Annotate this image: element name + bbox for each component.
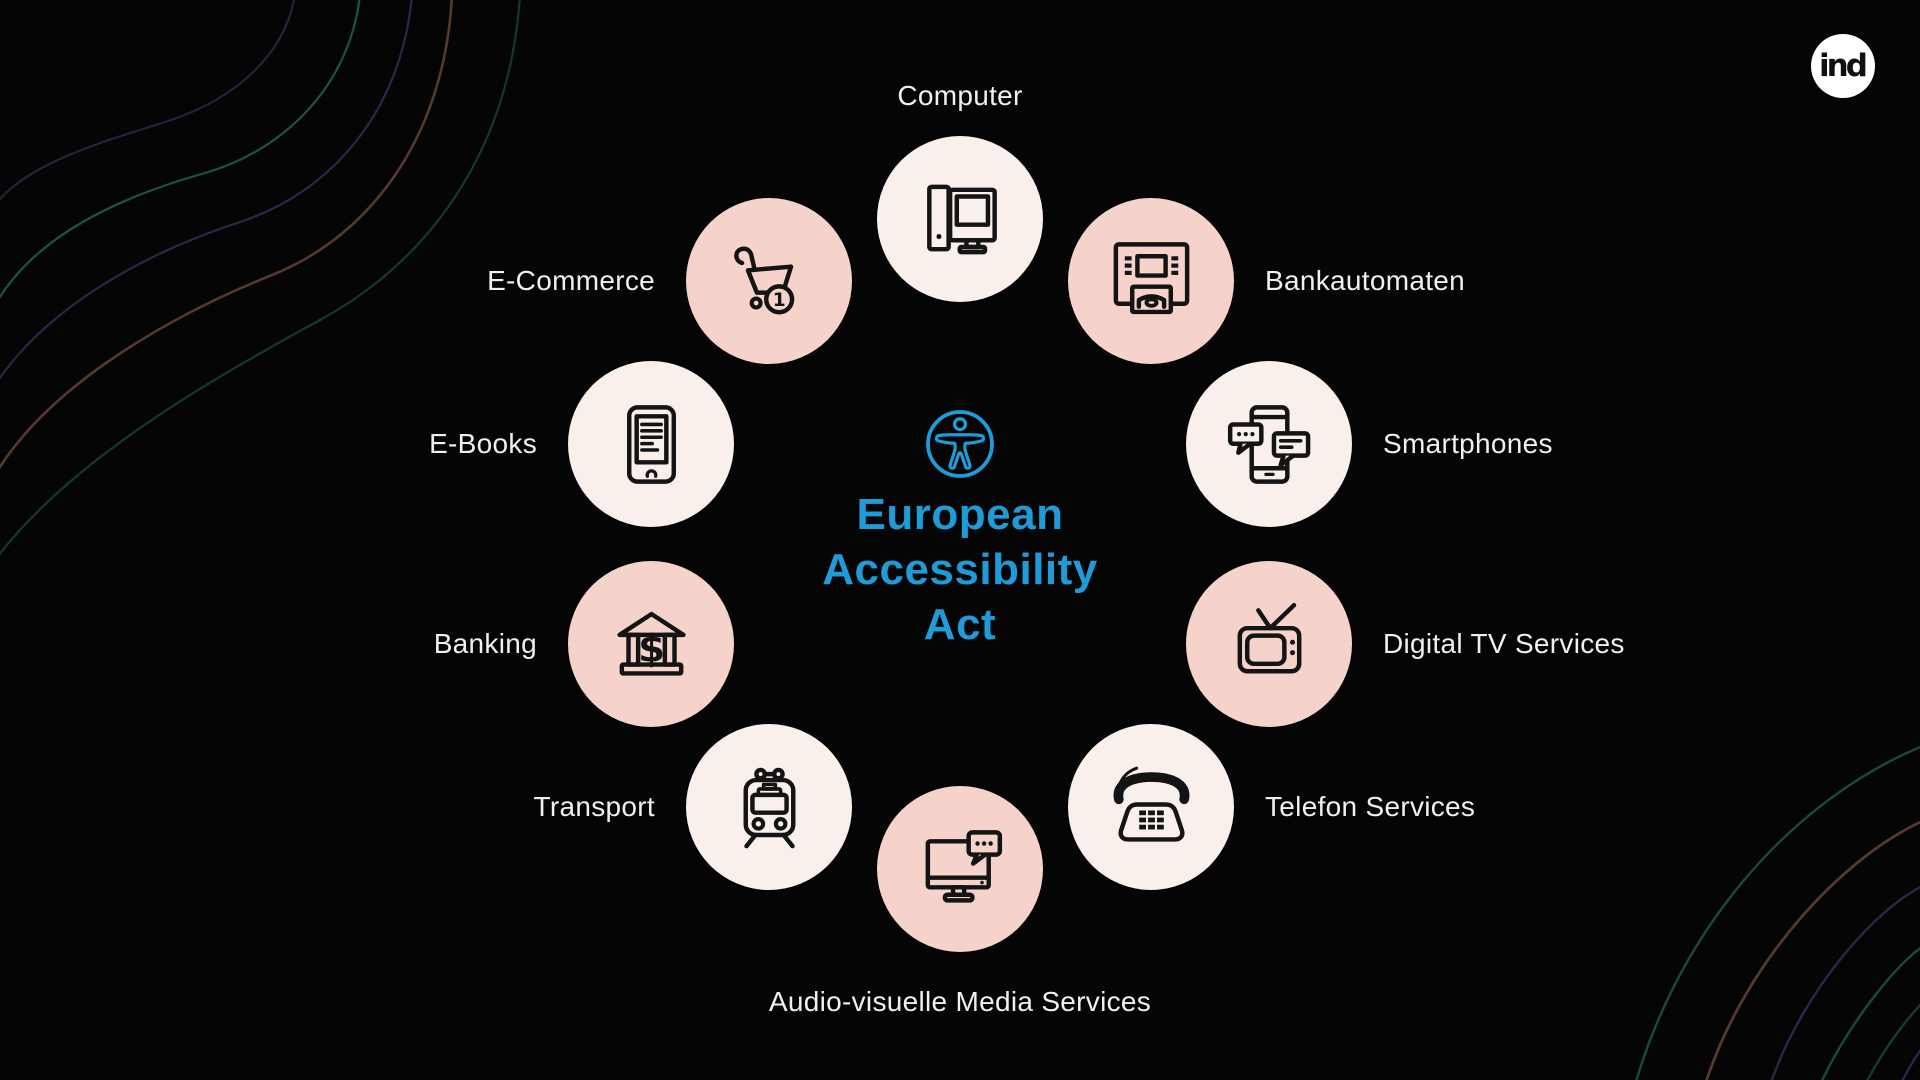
item-label-telefon: Telefon Services xyxy=(1265,791,1476,822)
bank-dollar-glyph: $ xyxy=(638,626,665,671)
item-circle-smartphones xyxy=(1186,361,1352,527)
item-label-transport: Transport xyxy=(533,791,655,822)
item-label-av-media: Audio-visuelle Media Services xyxy=(768,986,1152,1017)
shopping-cart-icon: 1 xyxy=(733,246,794,314)
item-circle-digital-tv xyxy=(1186,561,1352,727)
title-line-1: European xyxy=(856,490,1064,539)
e-reader-icon xyxy=(626,404,676,484)
item-circle-ebooks xyxy=(568,361,734,527)
item-label-smartphones: Smartphones xyxy=(1383,428,1553,459)
title-line-2: Accessibility xyxy=(822,545,1098,594)
computer-icon xyxy=(926,184,997,254)
accessibility-icon xyxy=(926,410,994,478)
item-label-bankautomaten: Bankautomaten xyxy=(1265,265,1466,296)
item-circle-av-media xyxy=(877,786,1043,952)
bank-icon: $ xyxy=(616,611,686,676)
item-label-ebooks: E-Books xyxy=(429,428,537,459)
item-circle-transport xyxy=(686,724,852,890)
item-label-banking: Banking xyxy=(433,628,537,659)
slide-title: European Accessibility Act xyxy=(660,487,1260,652)
item-circle-banking: $ xyxy=(568,561,734,727)
television-icon xyxy=(1237,602,1301,673)
smartphone-chat-icon xyxy=(1227,404,1310,484)
atm-icon xyxy=(1113,241,1189,314)
item-circle-computer xyxy=(877,136,1043,302)
item-circle-ecommerce: 1 xyxy=(686,198,852,364)
brand-logo-text: ind xyxy=(1819,48,1868,84)
item-circle-telefon xyxy=(1068,724,1234,890)
train-icon xyxy=(743,767,795,848)
item-circle-bankautomaten xyxy=(1068,198,1234,364)
item-label-digital-tv: Digital TV Services xyxy=(1383,628,1625,659)
brand-logo: ind xyxy=(1811,34,1875,98)
cart-badge-glyph: 1 xyxy=(772,289,785,310)
item-label-ecommerce: E-Commerce xyxy=(487,265,655,296)
monitor-chat-icon xyxy=(925,829,1002,903)
telephone-icon xyxy=(1113,766,1189,842)
item-label-computer: Computer xyxy=(897,80,1023,111)
title-line-3: Act xyxy=(923,600,997,649)
